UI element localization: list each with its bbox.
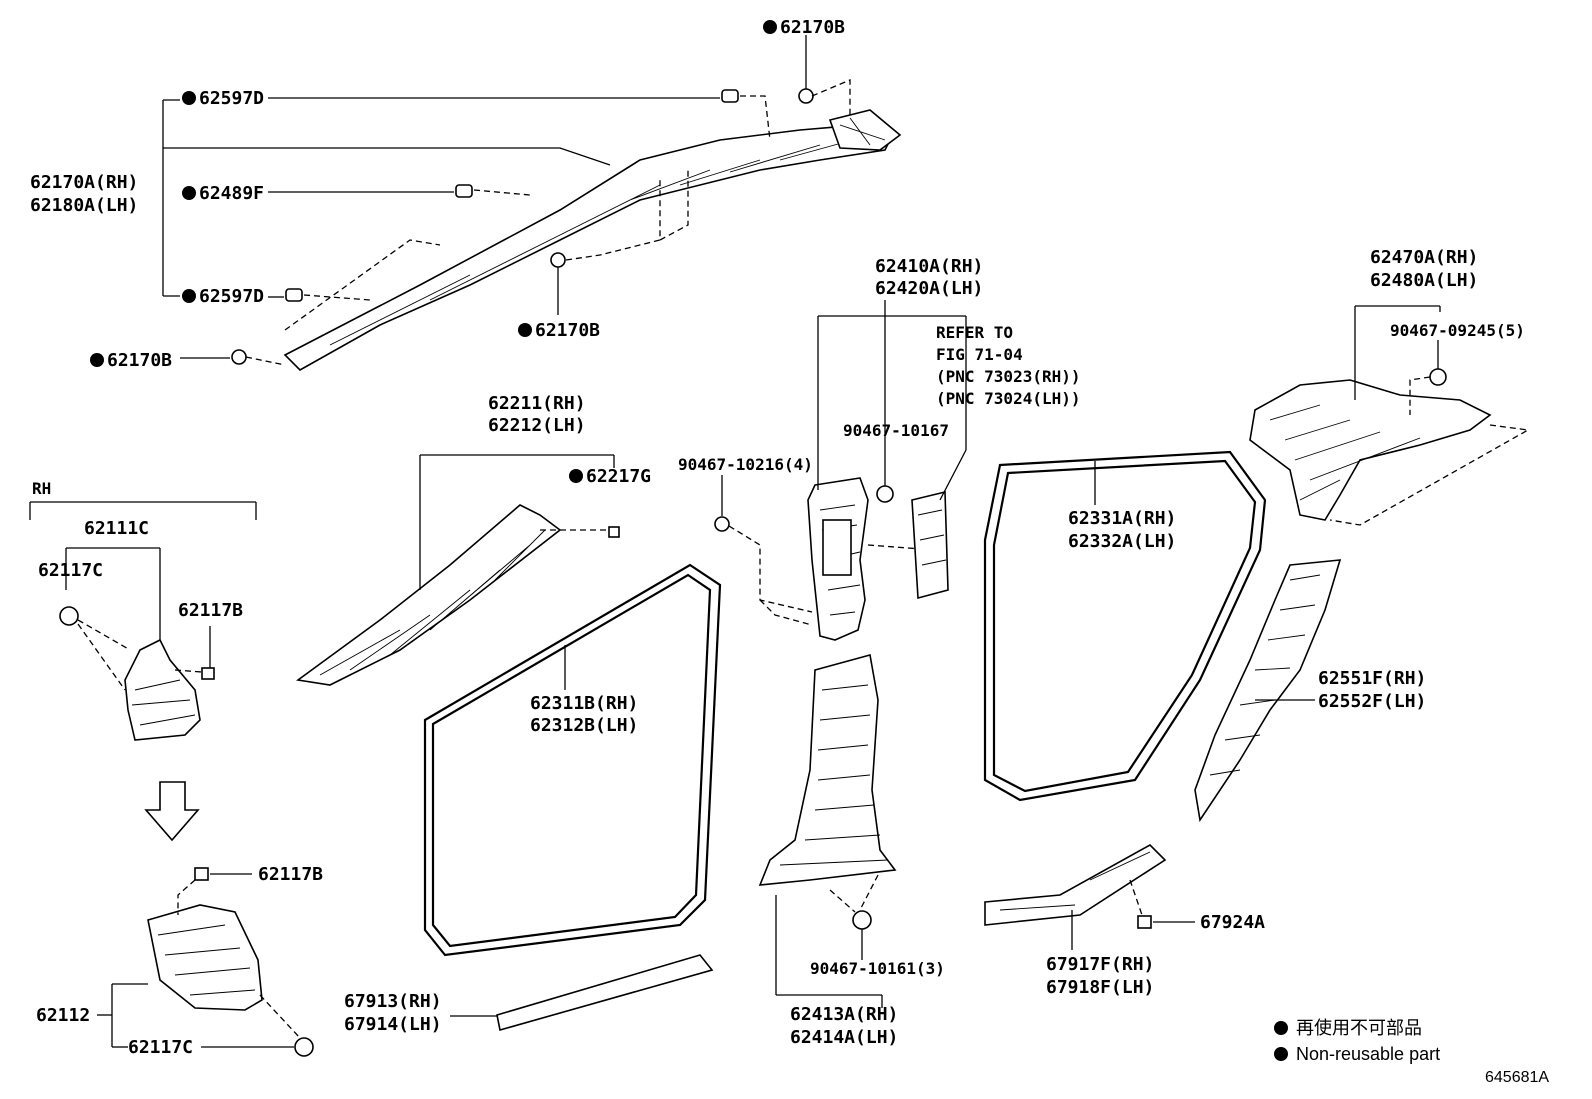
- label-67918F-lh: 67918F(LH): [1046, 977, 1154, 998]
- label-67924A: 67924A: [1200, 912, 1265, 933]
- label-62413A-rh: 62413A(RH): [790, 1004, 898, 1025]
- rear-scuff-plate: [984, 844, 1195, 950]
- label-90467-10167: 90467-10167: [843, 421, 949, 440]
- rear-door-seal: [983, 450, 1267, 802]
- label-62551F-rh: 62551F(RH): [1318, 668, 1426, 689]
- label-62552F-lh: 62552F(LH): [1318, 691, 1426, 712]
- front-scuff-plate: [450, 954, 714, 1032]
- label-62311B-rh: 62311B(RH): [530, 693, 638, 714]
- refer-line-2: FIG 71-04: [936, 345, 1023, 364]
- label-62414A-lh: 62414A(LH): [790, 1027, 898, 1048]
- label-62410A-rh: 62410A(RH): [875, 256, 983, 277]
- rh-bracket: [29, 501, 257, 520]
- front-pillar-upper-assembly: [283, 109, 902, 371]
- center-pillar-lower: [758, 653, 897, 1008]
- label-62111C: 62111C: [84, 518, 149, 539]
- bracket-62211: [419, 454, 615, 590]
- label-62170B-left: 62170B: [107, 350, 172, 371]
- label-62489F: 62489F: [199, 183, 264, 204]
- label-rh: RH: [32, 479, 51, 498]
- label-62180A-lh: 62180A(LH): [30, 195, 138, 216]
- label-62117B-upper: 62117B: [178, 600, 243, 621]
- legend-dot-icon: [1274, 1021, 1288, 1035]
- label-90467-10161: 90467-10161(3): [810, 959, 945, 978]
- refer-line-1: REFER TO: [936, 323, 1013, 342]
- figure-id: 645681A: [1485, 1069, 1549, 1086]
- center-pillar-upper: [714, 475, 936, 641]
- label-62312B-lh: 62312B(LH): [530, 715, 638, 736]
- bracket-62410A: [817, 300, 967, 501]
- label-67917F-rh: 67917F(RH): [1046, 954, 1154, 975]
- cowl-side-trim-lower: [97, 867, 314, 1057]
- top-leaders: [245, 35, 851, 366]
- front-door-seal: [423, 563, 722, 957]
- legend: 再使用不可部品 Non-reusable part: [1274, 1018, 1440, 1064]
- label-62117C-upper: 62117C: [38, 560, 103, 581]
- label-67914-lh: 67914(LH): [344, 1014, 442, 1035]
- label-62420A-lh: 62420A(LH): [875, 278, 983, 299]
- refer-line-3: (PNC 73023(RH)): [936, 367, 1081, 386]
- label-62332A-lh: 62332A(LH): [1068, 531, 1176, 552]
- label-90467-10216: 90467-10216(4): [678, 455, 813, 474]
- label-62331A-rh: 62331A(RH): [1068, 508, 1176, 529]
- label-62597D-upper: 62597D: [199, 88, 264, 109]
- label-62211-rh: 62211(RH): [488, 393, 586, 414]
- legend-text-jp: 再使用不可部品: [1296, 1018, 1422, 1038]
- label-62170B-top: 62170B: [780, 17, 845, 38]
- label-62117B-lower: 62117B: [258, 864, 323, 885]
- label-62170A-rh: 62170A(RH): [30, 172, 138, 193]
- label-67913-rh: 67913(RH): [344, 991, 442, 1012]
- legend-text-en: Non-reusable part: [1296, 1044, 1440, 1064]
- label-62117C-lower: 62117C: [128, 1037, 193, 1058]
- label-62597D-lower: 62597D: [199, 286, 264, 307]
- quarter-trim-upper: [1249, 368, 1531, 526]
- arrow-down: [144, 781, 200, 842]
- top-clips: [231, 88, 814, 365]
- label-62480A-lh: 62480A(LH): [1370, 270, 1478, 291]
- bracket-62470A: [1354, 305, 1441, 400]
- front-pillar-garnish: [295, 504, 620, 686]
- label-62470A-rh: 62470A(RH): [1370, 247, 1478, 268]
- cowl-side-trim-upper: [59, 547, 215, 741]
- label-62170B-mid: 62170B: [535, 320, 600, 341]
- label-62212-lh: 62212(LH): [488, 415, 586, 436]
- bracket-62170A: [162, 97, 720, 359]
- legend-dot-icon: [1274, 1047, 1288, 1061]
- seat-belt-guide: [911, 490, 949, 600]
- label-90467-09245: 90467-09245(5): [1390, 321, 1525, 340]
- refer-line-4: (PNC 73024(LH)): [936, 389, 1081, 408]
- label-62112: 62112: [36, 1005, 90, 1026]
- label-62217G: 62217G: [586, 466, 651, 487]
- quarter-trim-lower: [1194, 559, 1342, 823]
